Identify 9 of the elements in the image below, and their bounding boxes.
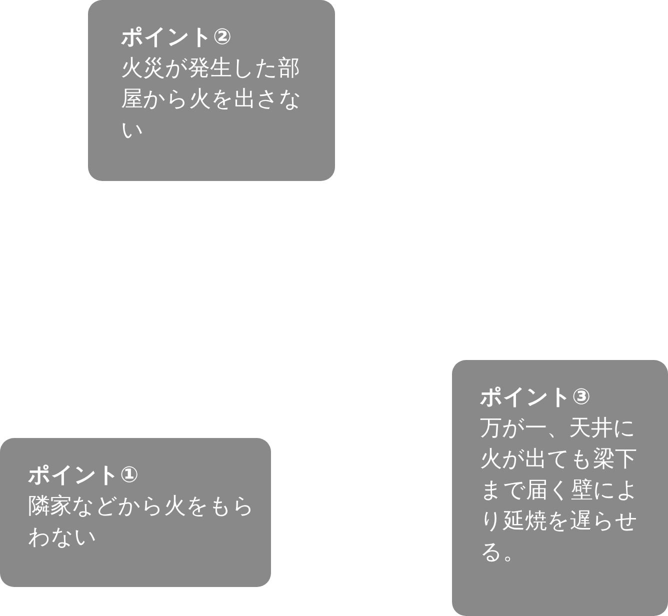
callout-box [452,360,668,616]
callout-box [88,0,335,181]
callout-text: 隣家などから火をもらわない [28,493,256,552]
callout-text: 火災が発生した部屋から火を出さない [121,55,303,145]
callout-heading: ポイント② [121,24,233,52]
callout-box [0,438,271,587]
callout-text: 万が一、天井に火が出ても梁下まで届く壁により延焼を遅らせる。 [480,415,640,567]
callout-heading: ポイント③ [480,384,592,412]
callout-heading: ポイント① [28,462,140,490]
